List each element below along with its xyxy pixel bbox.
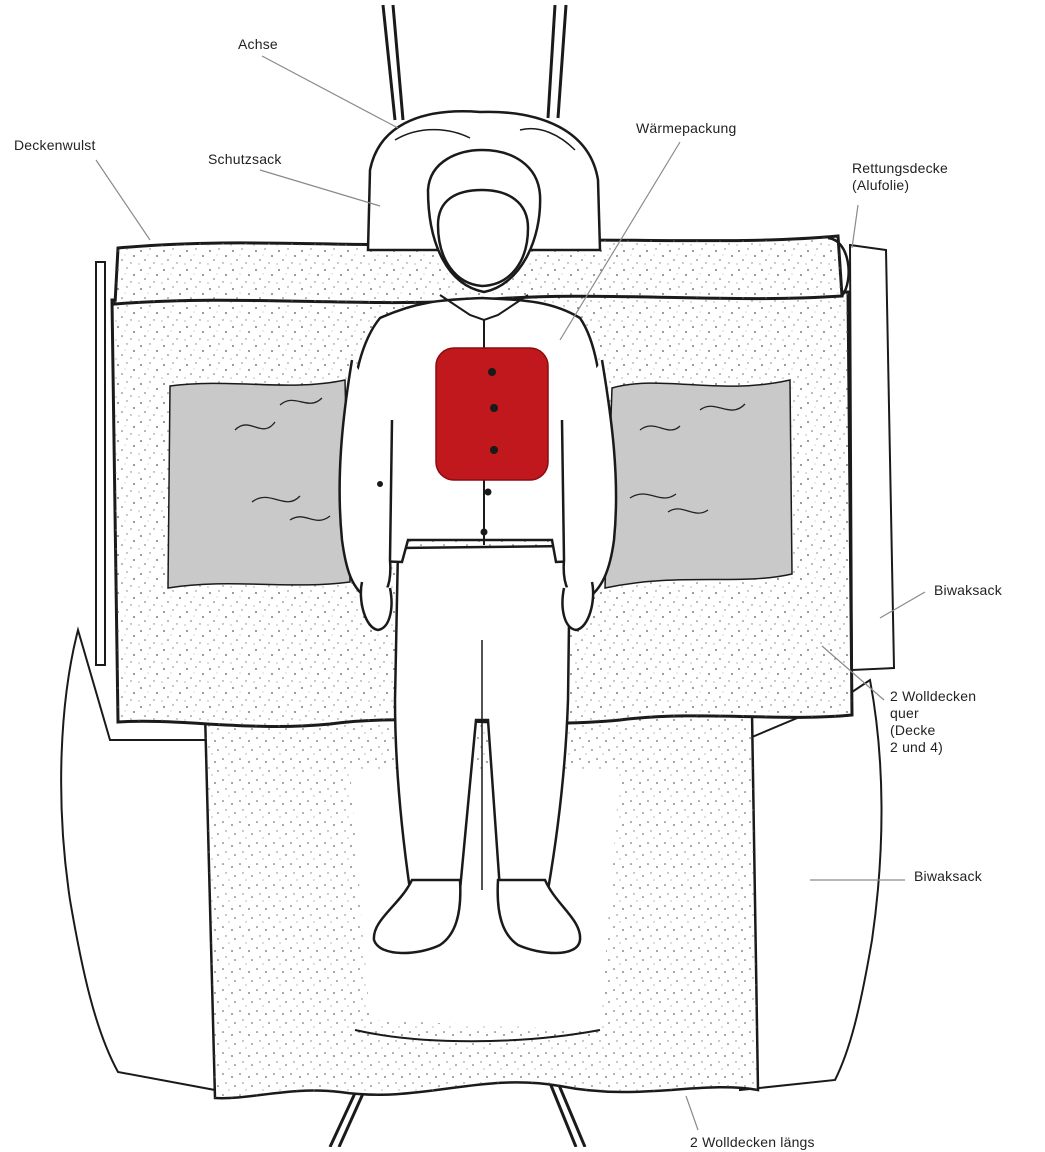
label-biwaksack-top: Biwaksack [934,582,1002,599]
label-achse: Achse [238,36,278,53]
label-biwaksack-bottom: Biwaksack [914,868,982,885]
label-wolldecken-quer-line-4: 2 und 4) [890,739,976,756]
label-waermepackung: Wärmepackung [636,120,736,137]
label-rettungsdecke-line-1: Rettungsdecke [852,160,948,177]
label-rettungsdecke-line-2: (Alufolie) [852,177,948,194]
label-wolldecken-laengs: 2 Wolldecken längs [690,1134,815,1151]
label-deckenwulst: Deckenwulst [14,137,96,154]
label-wolldecken-quer-line-2: quer [890,705,976,722]
label-wolldecken-quer-line-1: 2 Wolldecken [890,688,976,705]
label-schutzsack: Schutzsack [208,151,282,168]
label-wolldecken-quer-line-3: (Decke [890,722,976,739]
label-wolldecken-quer: 2 Wolldecken quer (Decke 2 und 4) [890,688,976,756]
label-rettungsdecke: Rettungsdecke (Alufolie) [852,160,948,194]
